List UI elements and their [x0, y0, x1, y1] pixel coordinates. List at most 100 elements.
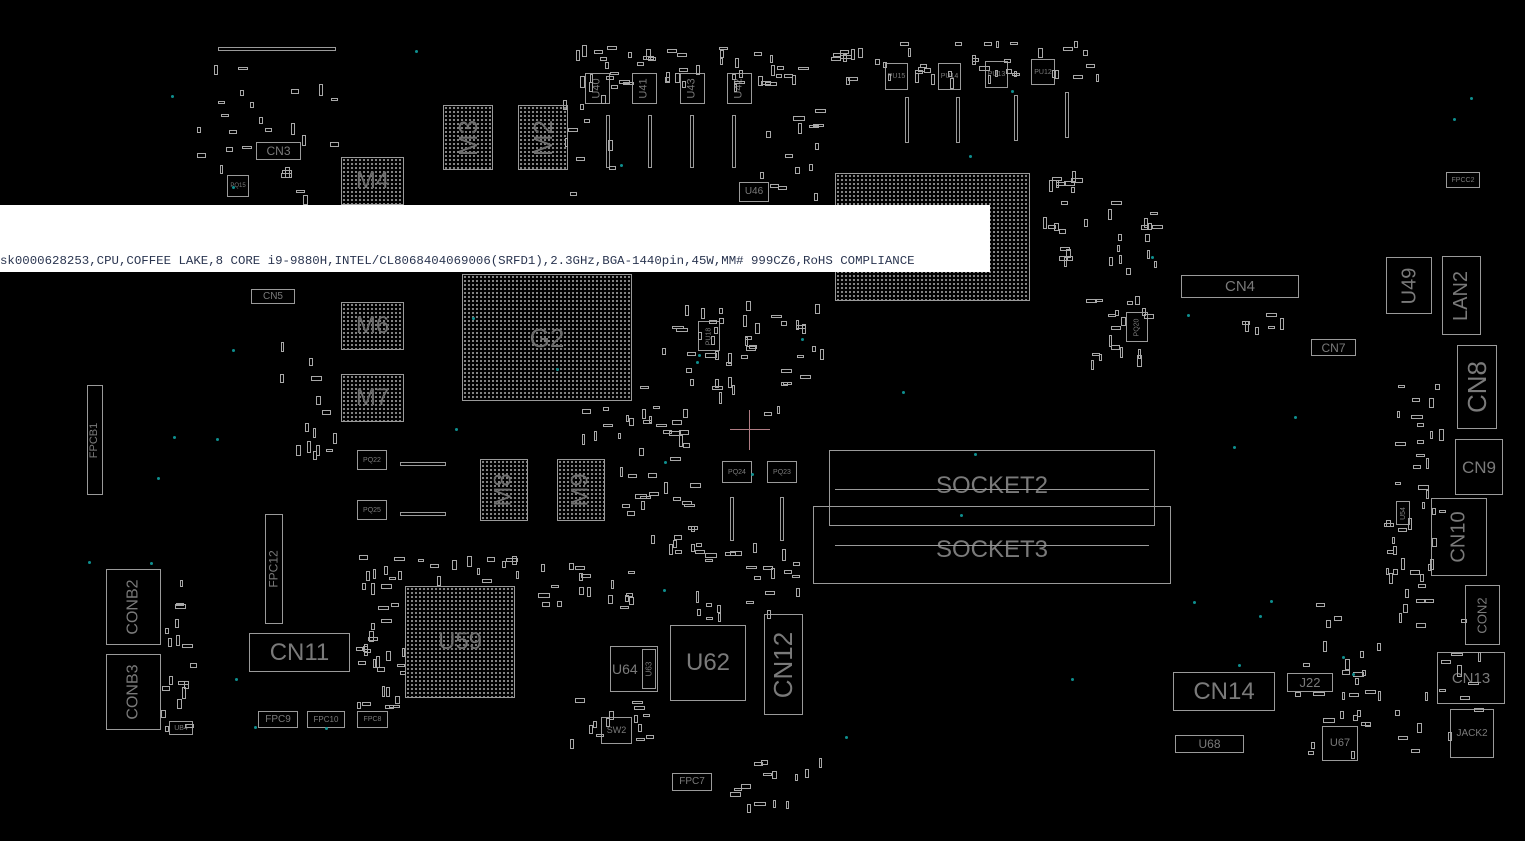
component-pq15[interactable]: PQ15: [227, 175, 249, 197]
smd-pad: [731, 385, 735, 396]
connector-fpc10[interactable]: FPC10: [307, 711, 345, 728]
smd-pad: [1083, 219, 1088, 228]
component-u67[interactable]: U67: [1322, 726, 1358, 761]
smd-pad: [637, 723, 642, 732]
connector-cn8[interactable]: CN8: [1457, 345, 1497, 429]
smd-pad: [579, 572, 584, 581]
smd-pad: [512, 555, 518, 565]
smd-pad: [793, 116, 806, 122]
smd-pad: [782, 548, 787, 561]
connector-j22[interactable]: J22: [1287, 673, 1333, 692]
component-u41[interactable]: U41: [632, 73, 657, 104]
smd-pad: [1244, 321, 1249, 333]
smd-pad: [398, 570, 403, 580]
connector-fpc12[interactable]: FPC12: [265, 514, 283, 624]
connector-fpcb1[interactable]: FPCB1: [87, 385, 103, 495]
inductor-bar: [780, 497, 784, 541]
via-dot: [1192, 601, 1196, 605]
component-g2[interactable]: G2: [462, 274, 632, 401]
component-pq25[interactable]: PQ25: [357, 500, 387, 520]
component-label: CN13: [1451, 669, 1491, 687]
smd-pad: [653, 406, 661, 410]
smd-pad: [1052, 70, 1057, 78]
component-pq24[interactable]: PQ24: [722, 461, 752, 483]
component-u63[interactable]: U63: [642, 649, 656, 689]
socket-socket2[interactable]: SOCKET2: [829, 450, 1155, 526]
connector-jack2[interactable]: JACK2: [1450, 709, 1494, 758]
component-m7[interactable]: M7: [341, 374, 404, 422]
component-m3[interactable]: M3: [443, 105, 493, 170]
via-dot: [1352, 673, 1356, 677]
connector-cn12[interactable]: CN12: [764, 614, 803, 715]
connector-cn3[interactable]: CN3: [256, 142, 301, 160]
component-pu15[interactable]: PU15: [885, 63, 908, 90]
smd-pad: [1429, 398, 1435, 409]
connector-cn10[interactable]: CN10: [1431, 498, 1487, 576]
socket2-pin-row: [835, 489, 1149, 490]
smd-pad: [685, 368, 692, 374]
smd-pad: [315, 395, 321, 405]
connector-conb2[interactable]: CONB2: [106, 569, 161, 645]
component-label: FPCC2: [1451, 176, 1475, 184]
connector-lan2[interactable]: LAN2: [1442, 256, 1481, 335]
component-u43[interactable]: U43: [680, 73, 705, 104]
inductor-bar: [732, 115, 736, 168]
smd-pad: [1110, 344, 1120, 350]
component-pq20[interactable]: PQ20: [1126, 312, 1148, 342]
cursor-crosshair-v: [749, 410, 750, 450]
component-m2[interactable]: M2: [518, 105, 568, 170]
connector-con2[interactable]: CON2: [1465, 585, 1500, 645]
smd-pad: [678, 430, 689, 436]
via-dot: [619, 164, 623, 168]
component-m4[interactable]: M4: [341, 157, 404, 205]
connector-cn7[interactable]: CN7: [1311, 339, 1356, 356]
component-u64[interactable]: U64: [610, 646, 658, 692]
connector-cn5[interactable]: CN5: [251, 289, 295, 304]
component-u54[interactable]: U54: [1396, 501, 1410, 525]
component-pu13[interactable]: PU13: [985, 61, 1008, 88]
component-m8[interactable]: M8: [480, 459, 528, 521]
smd-pad: [592, 721, 597, 729]
smd-pad: [633, 714, 638, 723]
connector-cn11[interactable]: CN11: [249, 633, 350, 672]
smd-pad: [540, 563, 545, 572]
component-label: CN8: [1462, 360, 1493, 414]
smd-pad: [394, 696, 400, 705]
component-u49[interactable]: U49: [1386, 257, 1432, 314]
smd-pad: [842, 54, 847, 63]
smd-pad: [704, 559, 713, 563]
component-m9[interactable]: M9: [557, 459, 605, 521]
smd-pad: [1005, 69, 1012, 75]
component-u62[interactable]: U62: [670, 625, 746, 701]
smd-pad: [1409, 569, 1420, 575]
connector-fpcc2[interactable]: FPCC2: [1446, 172, 1480, 188]
component-u68[interactable]: U68: [1175, 735, 1244, 753]
connector-fpc9[interactable]: FPC9: [258, 711, 298, 728]
smd-pad: [550, 584, 559, 588]
via-dot: [662, 588, 666, 592]
connector-cn14[interactable]: CN14: [1173, 672, 1275, 711]
socket-socket3[interactable]: SOCKET3: [813, 506, 1171, 584]
component-u46[interactable]: U46: [739, 182, 769, 202]
connector-cn13[interactable]: CN13: [1437, 652, 1505, 704]
component-u40[interactable]: U40: [585, 73, 610, 104]
smd-pad: [696, 591, 700, 604]
component-pu12[interactable]: PU12: [1031, 59, 1055, 85]
smd-pad: [389, 577, 397, 580]
smd-pad: [647, 473, 657, 479]
smd-pad: [734, 787, 743, 791]
connector-cn9[interactable]: CN9: [1455, 439, 1503, 495]
component-pq23[interactable]: PQ23: [767, 461, 797, 483]
connector-conb3[interactable]: CONB3: [106, 654, 161, 730]
smd-pad: [797, 67, 809, 71]
connector-fpc7[interactable]: FPC7: [672, 773, 712, 791]
smd-pad: [783, 570, 792, 575]
smd-pad: [1003, 58, 1011, 63]
component-pq22[interactable]: PQ22: [357, 450, 387, 470]
component-m6[interactable]: M6: [341, 302, 404, 350]
switch-sw2[interactable]: SW2: [601, 717, 632, 744]
connector-cn4[interactable]: CN4: [1181, 275, 1299, 298]
component-u59[interactable]: U59: [405, 586, 515, 698]
connector-fpc8[interactable]: FPC8: [357, 711, 388, 728]
